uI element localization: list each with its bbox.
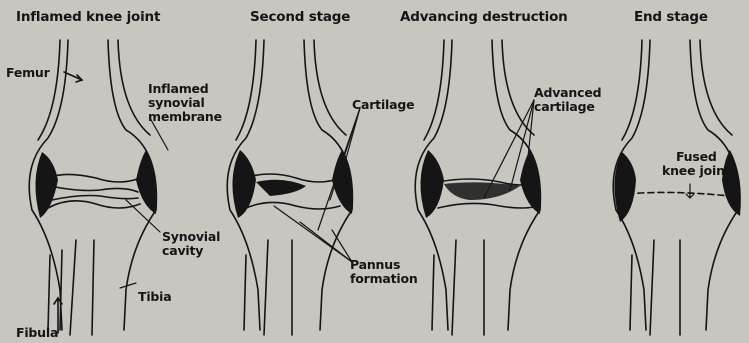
label-line: Synovial [162, 230, 220, 244]
label-line: Inflamed [148, 82, 222, 96]
fibula-label: Fibula [16, 326, 58, 340]
label-line: Pannus [350, 258, 418, 272]
label-line: formation [350, 272, 418, 286]
stage-1-title: Inflamed knee joint [16, 10, 160, 24]
inflamed-synovial-membrane-label: Inflamed synovial membrane [148, 82, 222, 124]
label-line: cartilage [534, 100, 601, 114]
label-line: Advanced [534, 86, 601, 100]
advanced-cartilage-label: Advanced cartilage [534, 86, 601, 114]
fused-knee-joint-label: Fused knee joint [662, 150, 731, 178]
label-line: cavity [162, 244, 220, 258]
femur-label: Femur [6, 66, 50, 80]
label-line: Fused [662, 150, 731, 164]
label-line: membrane [148, 110, 222, 124]
knee-stage-3 [415, 40, 541, 335]
synovial-cavity-label: Synovial cavity [162, 230, 220, 258]
label-line: knee joint [662, 164, 731, 178]
tibia-label: Tibia [138, 290, 171, 304]
knee-stage-2 [227, 40, 360, 335]
pannus-formation-label: Pannus formation [350, 258, 418, 286]
knee-stage-4 [613, 40, 741, 335]
stage-3-title: Advancing destruction [400, 10, 568, 24]
cartilage-label: Cartilage [352, 98, 414, 112]
label-line: synovial [148, 96, 222, 110]
stage-4-title: End stage [634, 10, 708, 24]
stage-2-title: Second stage [250, 10, 350, 24]
